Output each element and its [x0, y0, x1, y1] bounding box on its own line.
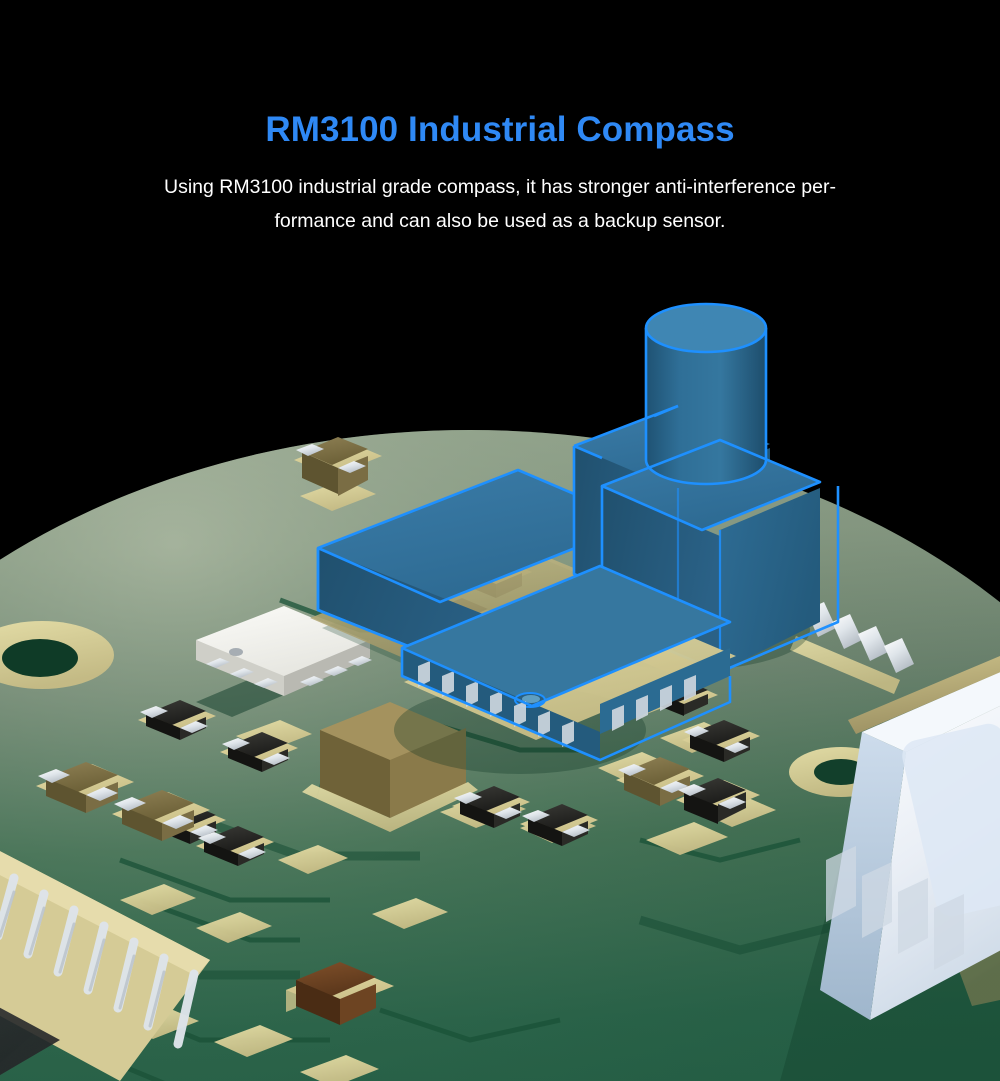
- page-title: RM3100 Industrial Compass: [265, 110, 735, 149]
- highlight-qfn-chip: [394, 564, 736, 774]
- product-image: [0, 300, 1000, 1081]
- smd-resistor: [676, 778, 760, 824]
- smd-resistor: [682, 720, 760, 762]
- shielded-module: [780, 602, 1000, 1081]
- smd-capacitor: [616, 757, 704, 806]
- inductor-block: [302, 702, 478, 832]
- mounting-hole-left: [0, 621, 114, 689]
- subtitle-line-2: formance and can also be used as a backu…: [274, 209, 726, 232]
- tantalum-capacitor: [286, 962, 394, 1025]
- smd-resistor: [220, 732, 298, 772]
- smd-resistor: [452, 786, 530, 828]
- smd-capacitor: [112, 790, 210, 841]
- smd-capacitor: [36, 762, 134, 813]
- smd-resistor: [520, 804, 598, 846]
- smd-resistor: [196, 826, 274, 866]
- smd-resistor: [138, 700, 216, 740]
- text-block: RM3100 Industrial Compass Using RM3100 i…: [0, 0, 1000, 238]
- smd-capacitor: [294, 437, 382, 496]
- page-subtitle: Using RM3100 industrial grade compass, i…: [60, 147, 940, 238]
- subtitle-line-1: Using RM3100 industrial grade compass, i…: [164, 176, 836, 198]
- ffc-connector: [0, 851, 210, 1081]
